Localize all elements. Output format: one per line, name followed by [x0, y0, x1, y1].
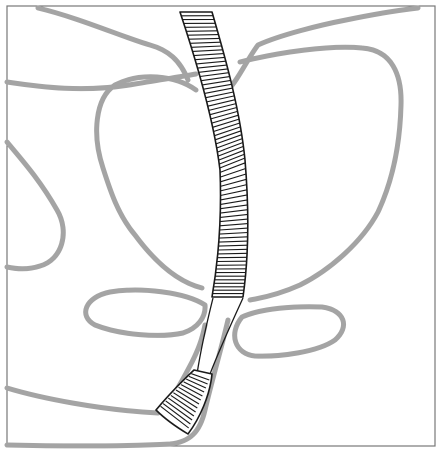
left-middle-lobe	[7, 142, 63, 269]
lower-tube-tip	[156, 370, 212, 434]
wire-right-line	[210, 298, 243, 374]
upper-hatch-line	[218, 253, 247, 254]
upper-tube	[180, 12, 248, 297]
upper-hatch-line	[218, 249, 247, 250]
central-mass	[97, 77, 202, 288]
right-mass	[240, 47, 401, 300]
upper-hatch-line	[188, 35, 219, 36]
upper-hatch-line	[186, 31, 217, 32]
left-small-lobe	[86, 290, 205, 335]
top-left-contour	[38, 8, 188, 80]
right-small-lobe	[235, 307, 344, 356]
